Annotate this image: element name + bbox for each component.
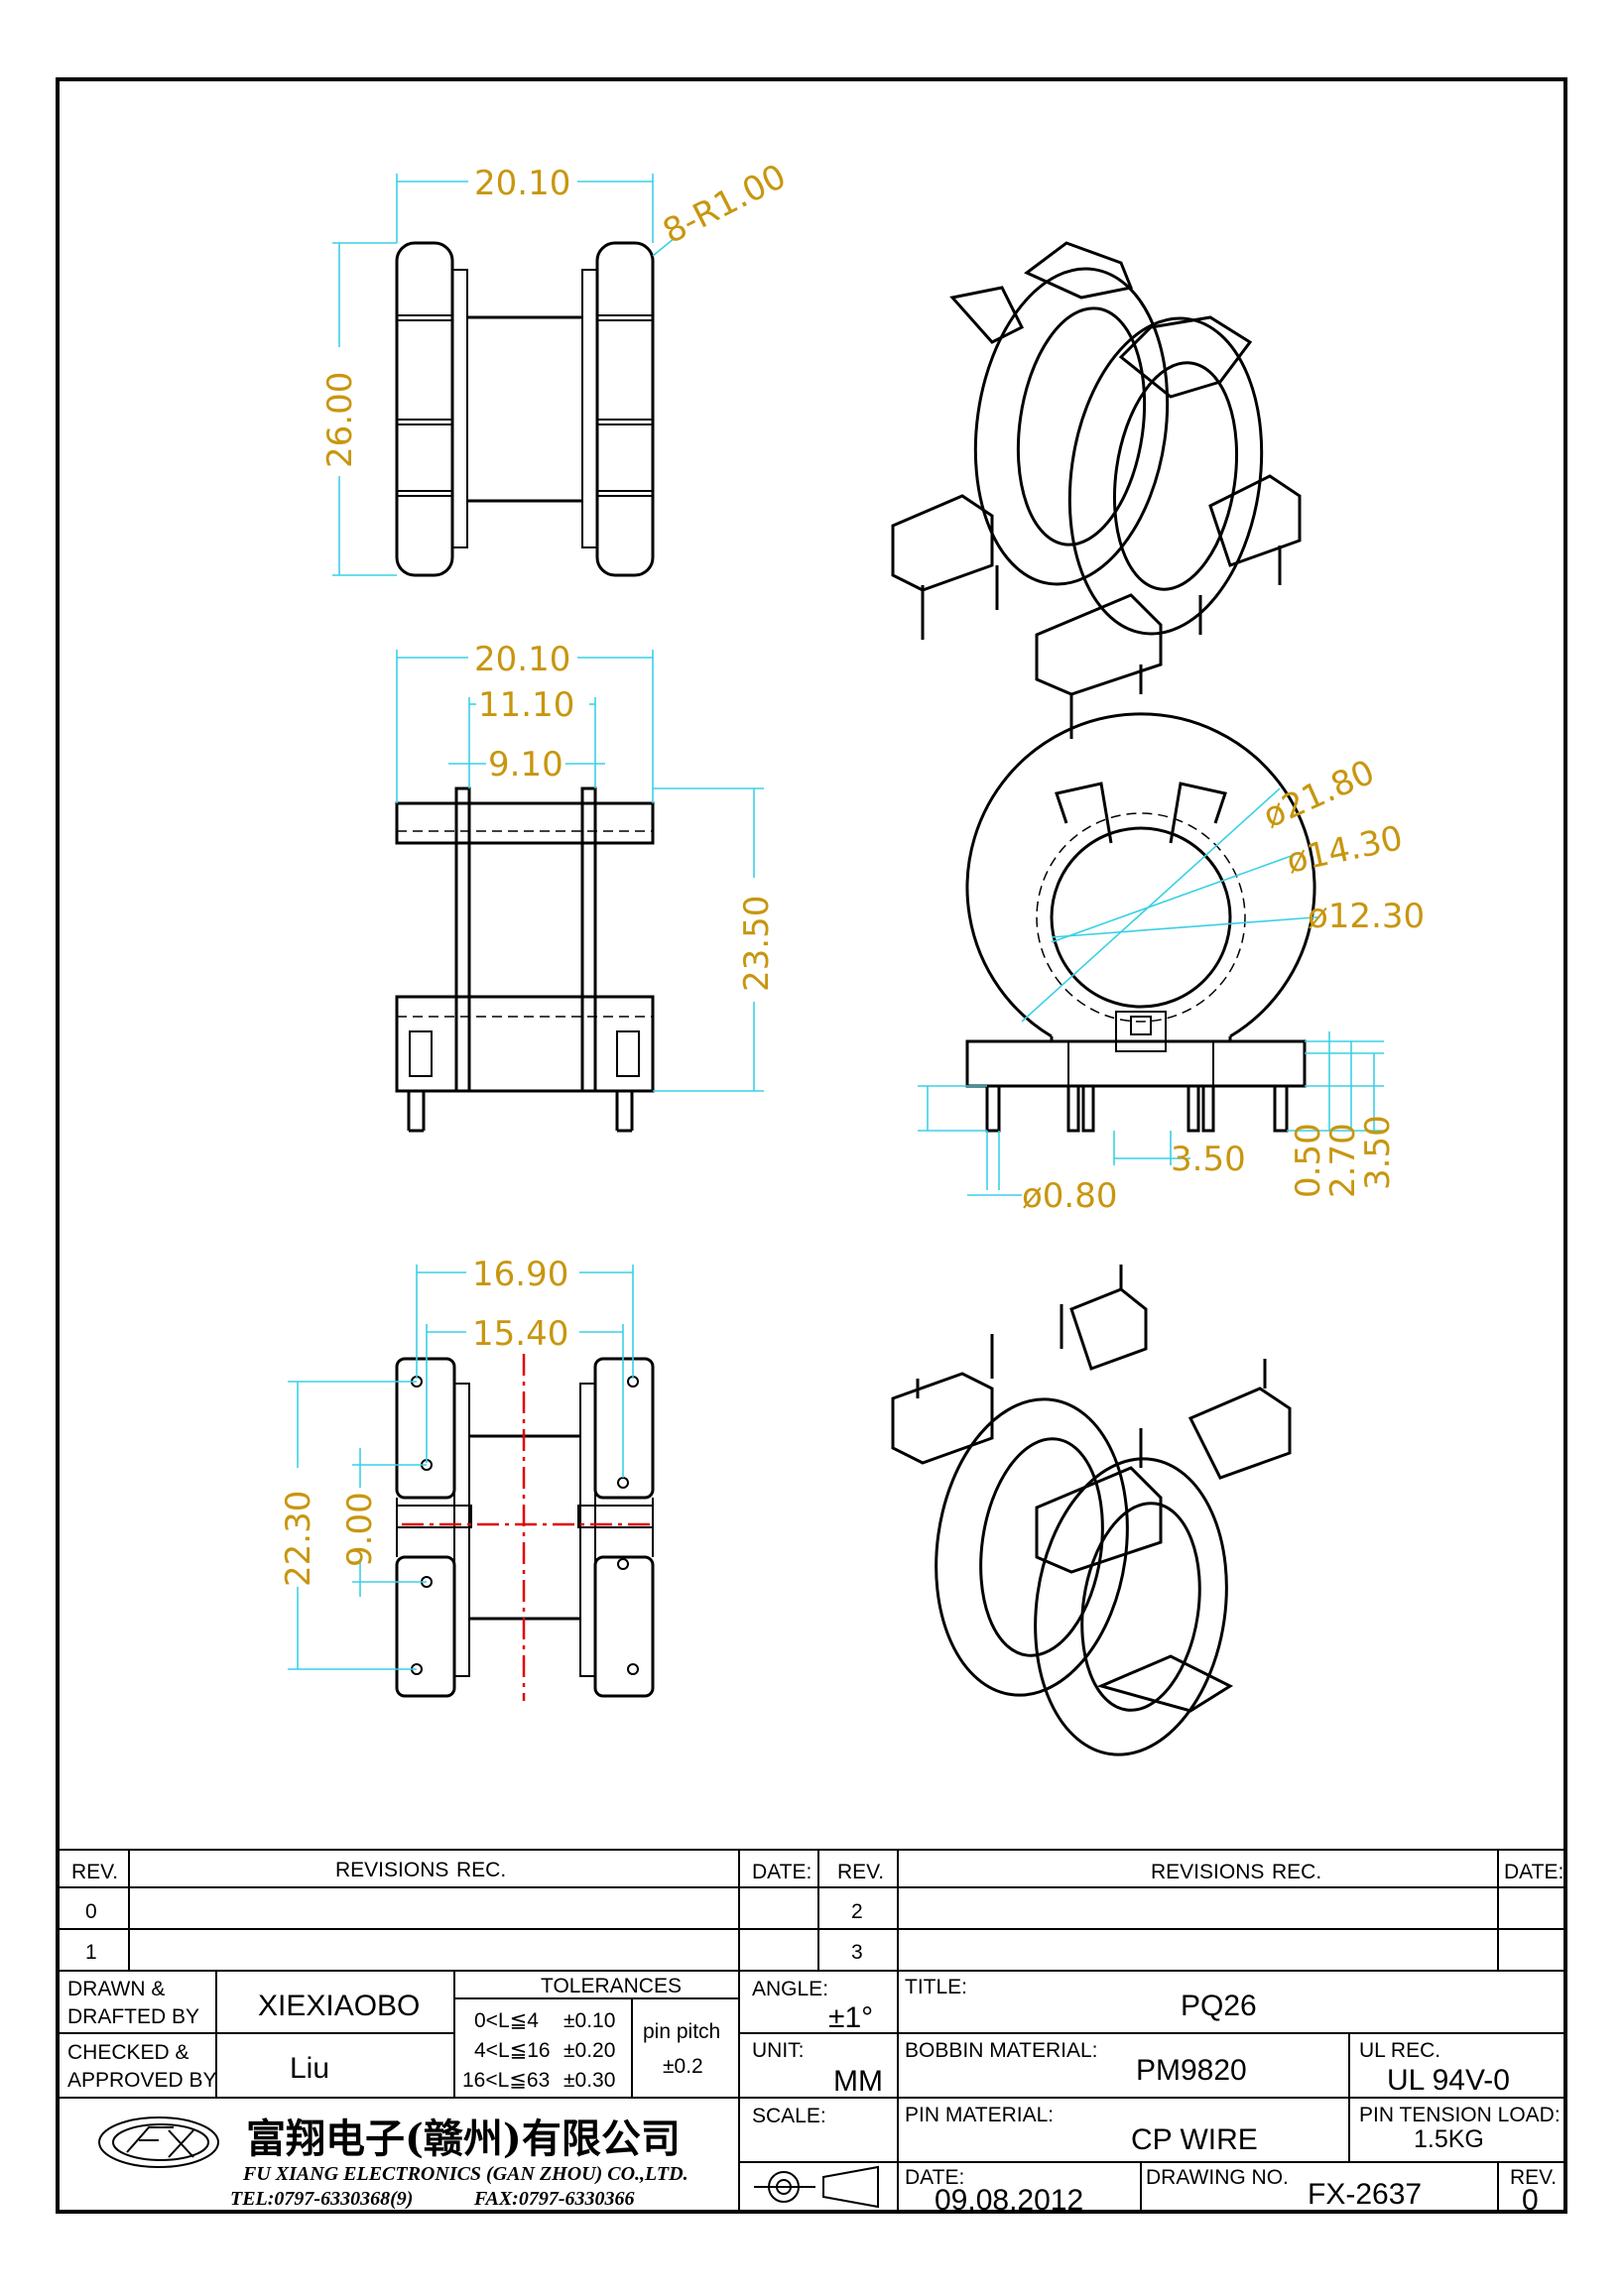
tb-tol-value-2: ±0.30 <box>563 2069 615 2092</box>
tb-tolerances-label: TOLERANCES <box>541 1975 682 1997</box>
dim-v3: 3.50 <box>1358 1115 1398 1190</box>
tb-pin-tension-value: 1.5KG <box>1414 2125 1484 2153</box>
tb-drawing-no-label: DRAWING NO. <box>1146 2166 1289 2189</box>
tb-angle-label: ANGLE: <box>752 1978 828 2000</box>
tb-tol-value-0: ±0.10 <box>563 2009 615 2032</box>
tb-tol-range-1: 4<L≦16 <box>474 2039 551 2062</box>
tb-pin-material-label: PIN MATERIAL: <box>905 2104 1054 2126</box>
dim-v2: 2.70 <box>1323 1123 1363 1198</box>
tb-title-value: PQ26 <box>1181 1990 1257 2022</box>
dim-side-height: 23.50 <box>737 896 777 992</box>
tb-revisions-header-right: REVISIONS <box>1151 1861 1264 1883</box>
company-name-cn: 富翔电子(赣州)有限公司 <box>246 2115 681 2162</box>
tb-unit-value: MM <box>833 2065 883 2098</box>
tb-ul-label: UL REC. <box>1359 2039 1440 2062</box>
dim-dia-inner: ø12.30 <box>1308 897 1425 936</box>
tb-rev-row-1: 1 <box>85 1941 97 1964</box>
tb-date-label: DATE: <box>905 2166 964 2189</box>
tb-checked-label-2: APPROVED BY <box>67 2069 217 2092</box>
company-name-en: FU XIANG ELECTRONICS (GAN ZHOU) CO.,LTD. <box>242 2163 688 2185</box>
tb-rev-row-0: 0 <box>85 1900 97 1923</box>
tb-pin-material-value: CP WIRE <box>1131 2123 1258 2156</box>
dim-bot-height: 22.30 <box>279 1491 318 1587</box>
tb-rev-label: REV. <box>1510 2166 1557 2189</box>
dim-fillet: 8-R1.00 <box>657 157 793 252</box>
tb-rev-row-2: 2 <box>851 1900 863 1923</box>
tb-drawing-no-value: FX-2637 <box>1308 2178 1422 2211</box>
company-tel: TEL:0797-6330368(9) <box>230 2188 413 2210</box>
tb-drawn-label-1: DRAWN & <box>67 1978 165 2000</box>
tb-date-header-left: DATE: <box>752 1861 812 1883</box>
tb-rec-header-right: REC. <box>1272 1861 1321 1883</box>
dim-dia-mid: ø14.30 <box>1284 818 1407 882</box>
bottom-view <box>288 1265 655 1701</box>
tb-tol-range-2: 16<L≦63 <box>462 2069 550 2092</box>
tb-pin-pitch-value: ±0.2 <box>663 2055 703 2078</box>
tb-date-value: 09.08.2012 <box>935 2184 1083 2217</box>
side-view <box>395 650 764 1133</box>
tb-drawn-value: XIEXIAOBO <box>258 1990 420 2022</box>
tb-angle-value: ±1° <box>828 2001 873 2034</box>
tb-rev-header-right: REV. <box>837 1861 884 1883</box>
front-view <box>918 712 1384 1196</box>
dim-bot-width: 16.90 <box>472 1255 568 1294</box>
tb-drawn-label-2: DRAFTED BY <box>67 2005 199 2028</box>
tb-checked-label-1: CHECKED & <box>67 2041 189 2064</box>
tb-ul-value: UL 94V-0 <box>1387 2064 1510 2097</box>
tb-tol-range-0: 0<L≦4 <box>474 2009 539 2032</box>
tb-checked-value: Liu <box>290 2052 329 2085</box>
tb-bobbin-value: PM9820 <box>1136 2054 1247 2087</box>
company-fax: FAX:0797-6330366 <box>473 2188 635 2210</box>
tb-rec-header-left: REC. <box>456 1859 506 1881</box>
tb-tol-value-1: ±0.20 <box>563 2039 615 2062</box>
tb-pin-tension-label: PIN TENSION LOAD: <box>1359 2104 1561 2126</box>
top-view <box>332 174 676 577</box>
dim-v1: 0.50 <box>1289 1123 1328 1198</box>
tb-date-header-right: DATE: <box>1504 1861 1563 1883</box>
dim-dia-outer: ø21.80 <box>1257 753 1380 837</box>
dim-top-height: 26.00 <box>320 372 360 468</box>
tb-bobbin-label: BOBBIN MATERIAL: <box>905 2039 1098 2062</box>
dim-pin-dia: ø0.80 <box>1022 1176 1118 1216</box>
dim-side-core: 9.10 <box>488 745 563 785</box>
tb-rev-row-3: 3 <box>851 1941 863 1964</box>
dim-side-inner: 11.10 <box>478 685 574 725</box>
tb-unit-label: UNIT: <box>752 2039 805 2062</box>
dim-pin-pitch-front: 3.50 <box>1171 1140 1246 1179</box>
tb-title-label: TITLE: <box>905 1976 967 1998</box>
tb-rev-header-left: REV. <box>71 1861 118 1883</box>
dim-side-width: 20.10 <box>474 640 570 679</box>
dim-bot-pin-pitch: 9.00 <box>340 1492 380 1567</box>
iso-view-top <box>891 241 1302 739</box>
title-block <box>57 1849 1566 2213</box>
dim-bot-pin-span: 15.40 <box>472 1314 568 1354</box>
iso-view-bottom <box>891 1265 1292 1756</box>
dim-top-width: 20.10 <box>474 164 570 203</box>
tb-scale-label: SCALE: <box>752 2105 826 2127</box>
tb-rev-value: 0 <box>1522 2184 1539 2217</box>
tb-pin-pitch-label: pin pitch <box>643 2020 720 2043</box>
tb-revisions-header-left: REVISIONS <box>335 1859 448 1881</box>
